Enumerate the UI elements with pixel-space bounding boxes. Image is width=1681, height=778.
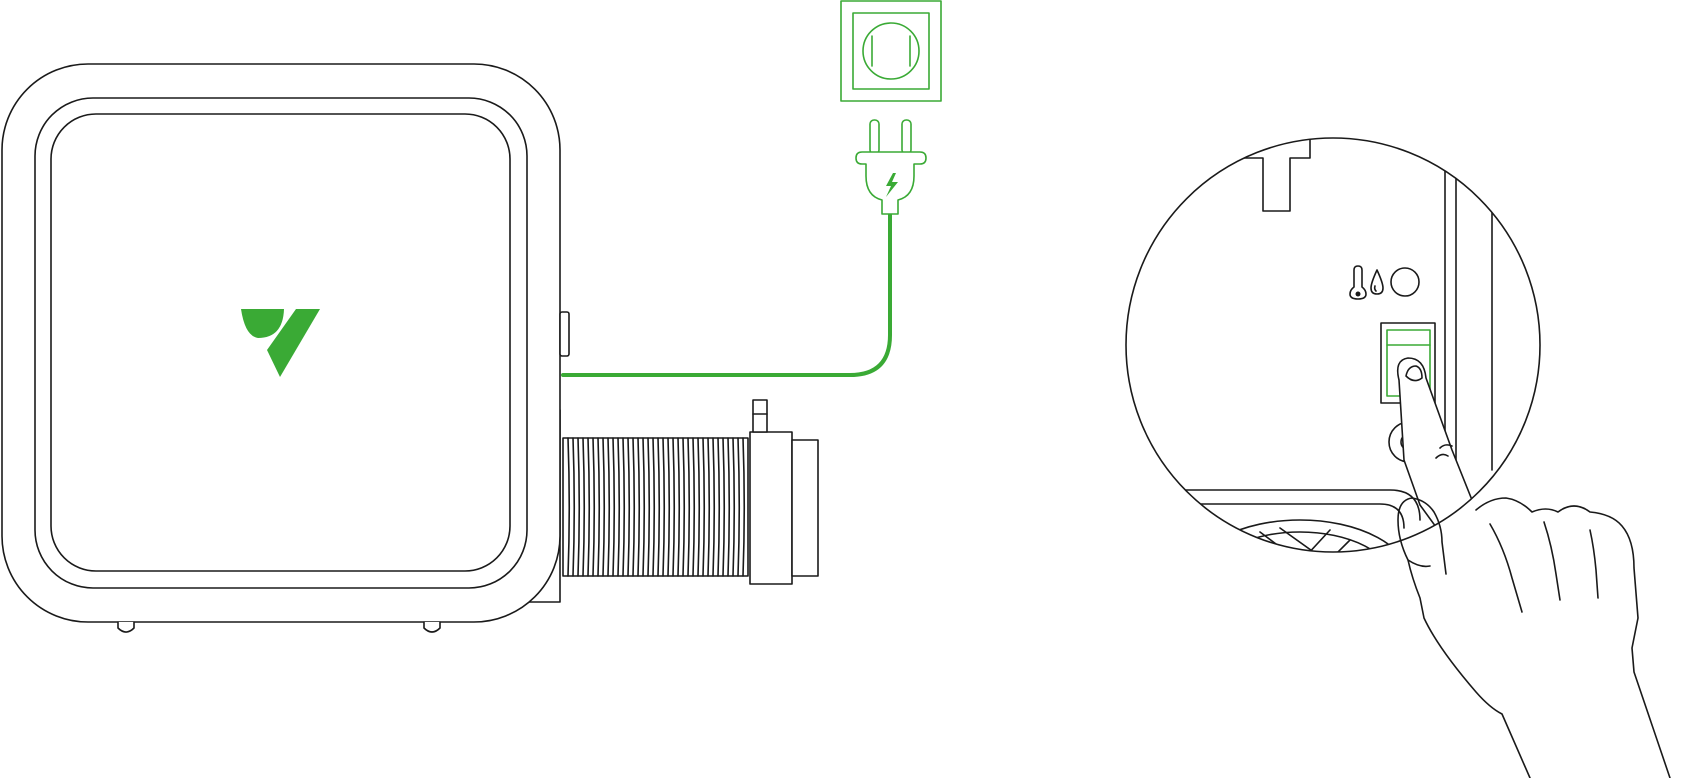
lightning-bolt-icon bbox=[886, 173, 898, 197]
side-switch[interactable] bbox=[559, 311, 570, 357]
hose-rib bbox=[607, 437, 611, 577]
hose-rib bbox=[632, 437, 636, 577]
hose-rib bbox=[627, 437, 631, 577]
water-drop-icon bbox=[1370, 269, 1384, 295]
hose-clamp bbox=[749, 431, 793, 585]
hose-rib bbox=[737, 437, 741, 577]
hose-rib bbox=[672, 437, 676, 577]
pointing-hand-icon bbox=[1397, 497, 1671, 778]
hose-rib bbox=[567, 437, 571, 577]
zoom-detail bbox=[1125, 137, 1541, 553]
hose-rib bbox=[642, 437, 646, 577]
hose-rib bbox=[707, 437, 711, 577]
status-light-icon bbox=[1390, 267, 1420, 297]
hose-rib bbox=[662, 437, 666, 577]
hose-rib bbox=[582, 437, 586, 577]
hose-rib bbox=[727, 437, 731, 577]
hose-rib bbox=[577, 437, 581, 577]
hose-rib bbox=[712, 437, 716, 577]
hose-rib bbox=[587, 437, 591, 577]
hose-rib bbox=[682, 437, 686, 577]
device-feet bbox=[117, 621, 441, 633]
hose-end-cuff bbox=[791, 439, 819, 577]
power-cable bbox=[561, 212, 892, 377]
power-plug-icon bbox=[855, 119, 927, 215]
hose-rib bbox=[602, 437, 606, 577]
hose-rib bbox=[742, 437, 746, 577]
hose-rib bbox=[697, 437, 701, 577]
hose-rib bbox=[722, 437, 726, 577]
hose-rib bbox=[687, 437, 691, 577]
hose-rib bbox=[572, 437, 576, 577]
hose-rib bbox=[717, 437, 721, 577]
hose-rib bbox=[677, 437, 681, 577]
hose-rib bbox=[657, 437, 661, 577]
hose-rib bbox=[667, 437, 671, 577]
hose-rib bbox=[597, 437, 601, 577]
hose-rib bbox=[692, 437, 696, 577]
power-socket-icon bbox=[840, 0, 942, 102]
fan-grille bbox=[1189, 519, 1411, 552]
hose-rib bbox=[647, 437, 651, 577]
hose-rib bbox=[702, 437, 706, 577]
hose-rib bbox=[612, 437, 616, 577]
thermometer-icon bbox=[1349, 265, 1367, 300]
hose-rib bbox=[592, 437, 596, 577]
hose-rib bbox=[732, 437, 736, 577]
hose-rib bbox=[637, 437, 641, 577]
hose-rib bbox=[622, 437, 626, 577]
exhaust-hose bbox=[562, 399, 819, 585]
brand-logo-icon bbox=[241, 309, 320, 377]
hose-rib bbox=[652, 437, 656, 577]
hose-rib bbox=[617, 437, 621, 577]
